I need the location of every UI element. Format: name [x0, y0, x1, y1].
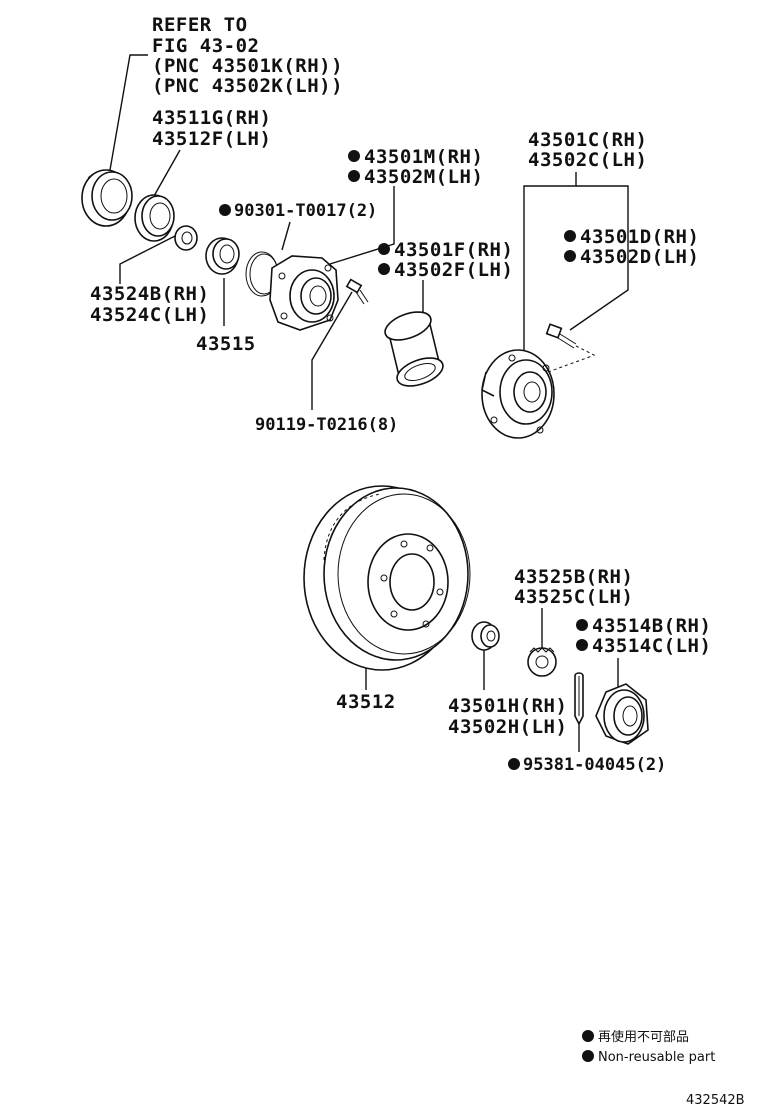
label-90119[interactable]: 90119-T0216(8) [255, 415, 398, 435]
non-reusable-marker-43501D [564, 230, 576, 242]
non-reusable-marker-43501M [348, 150, 360, 162]
non-reusable-marker-95381 [508, 758, 520, 770]
label-43524C[interactable]: 43524C(LH) [90, 304, 209, 326]
non-reusable-marker-43502F [378, 263, 390, 275]
bearing-43515 [205, 237, 240, 275]
label-43512F[interactable]: 43512F(LH) [152, 128, 271, 150]
refer-note-line2: FIG 43-02 [152, 35, 259, 57]
label-43514B[interactable]: 43514B(RH) [592, 615, 711, 637]
non-reusable-marker-43514C [576, 639, 588, 651]
label-43512[interactable]: 43512 [336, 691, 396, 713]
legend-dot-en [582, 1050, 594, 1062]
non-reusable-marker-43502M [348, 170, 360, 182]
label-43502M[interactable]: 43502M(LH) [364, 166, 483, 188]
label-43525C[interactable]: 43525C(LH) [514, 586, 633, 608]
lock-nut [471, 621, 500, 651]
label-43501F[interactable]: 43501F(RH) [394, 239, 513, 261]
oil-seal-outer [81, 169, 133, 227]
grease-cap [595, 683, 649, 745]
refer-note-line3: (PNC 43501K(RH)) [152, 55, 343, 77]
hub-bearing-assembly [269, 255, 339, 331]
legend-japanese: 再使用不可部品 [598, 1029, 689, 1045]
label-43502C[interactable]: 43502C(LH) [528, 149, 647, 171]
figure-code: 432542B [686, 1093, 745, 1108]
hub-sleeve [384, 311, 444, 387]
brake-disc-rotor [303, 485, 471, 671]
label-90301[interactable]: 90301-T0017(2) [234, 201, 377, 221]
label-43502F[interactable]: 43502F(LH) [394, 259, 513, 281]
label-43501H[interactable]: 43501H(RH) [448, 695, 567, 717]
bolt-90119 [345, 278, 369, 305]
castle-nut [527, 647, 557, 677]
non-reusable-marker-43502D [564, 250, 576, 262]
label-95381[interactable]: 95381-04045(2) [523, 755, 666, 775]
label-43502H[interactable]: 43502H(LH) [448, 716, 567, 738]
label-43501D[interactable]: 43501D(RH) [580, 226, 699, 248]
hub-flange [481, 349, 593, 439]
label-43501M[interactable]: 43501M(RH) [364, 146, 483, 168]
washer [174, 225, 198, 251]
hub-bolt [545, 323, 597, 357]
label-43511G[interactable]: 43511G(RH) [152, 107, 271, 129]
label-43525B[interactable]: 43525B(RH) [514, 566, 633, 588]
legend-dot-jp [582, 1030, 594, 1042]
non-reusable-marker-90301 [219, 204, 231, 216]
label-43515[interactable]: 43515 [196, 333, 256, 355]
label-43514C[interactable]: 43514C(LH) [592, 635, 711, 657]
label-43502D[interactable]: 43502D(LH) [580, 246, 699, 268]
label-43501C[interactable]: 43501C(RH) [528, 129, 647, 151]
non-reusable-marker-43514B [576, 619, 588, 631]
refer-note-line4: (PNC 43502K(LH)) [152, 75, 343, 97]
seal-ring [134, 194, 175, 242]
refer-note-line1: REFER TO [152, 14, 248, 36]
cotter-pin [574, 672, 584, 726]
label-43524B[interactable]: 43524B(RH) [90, 283, 209, 305]
legend-english: Non-reusable part [598, 1050, 715, 1065]
